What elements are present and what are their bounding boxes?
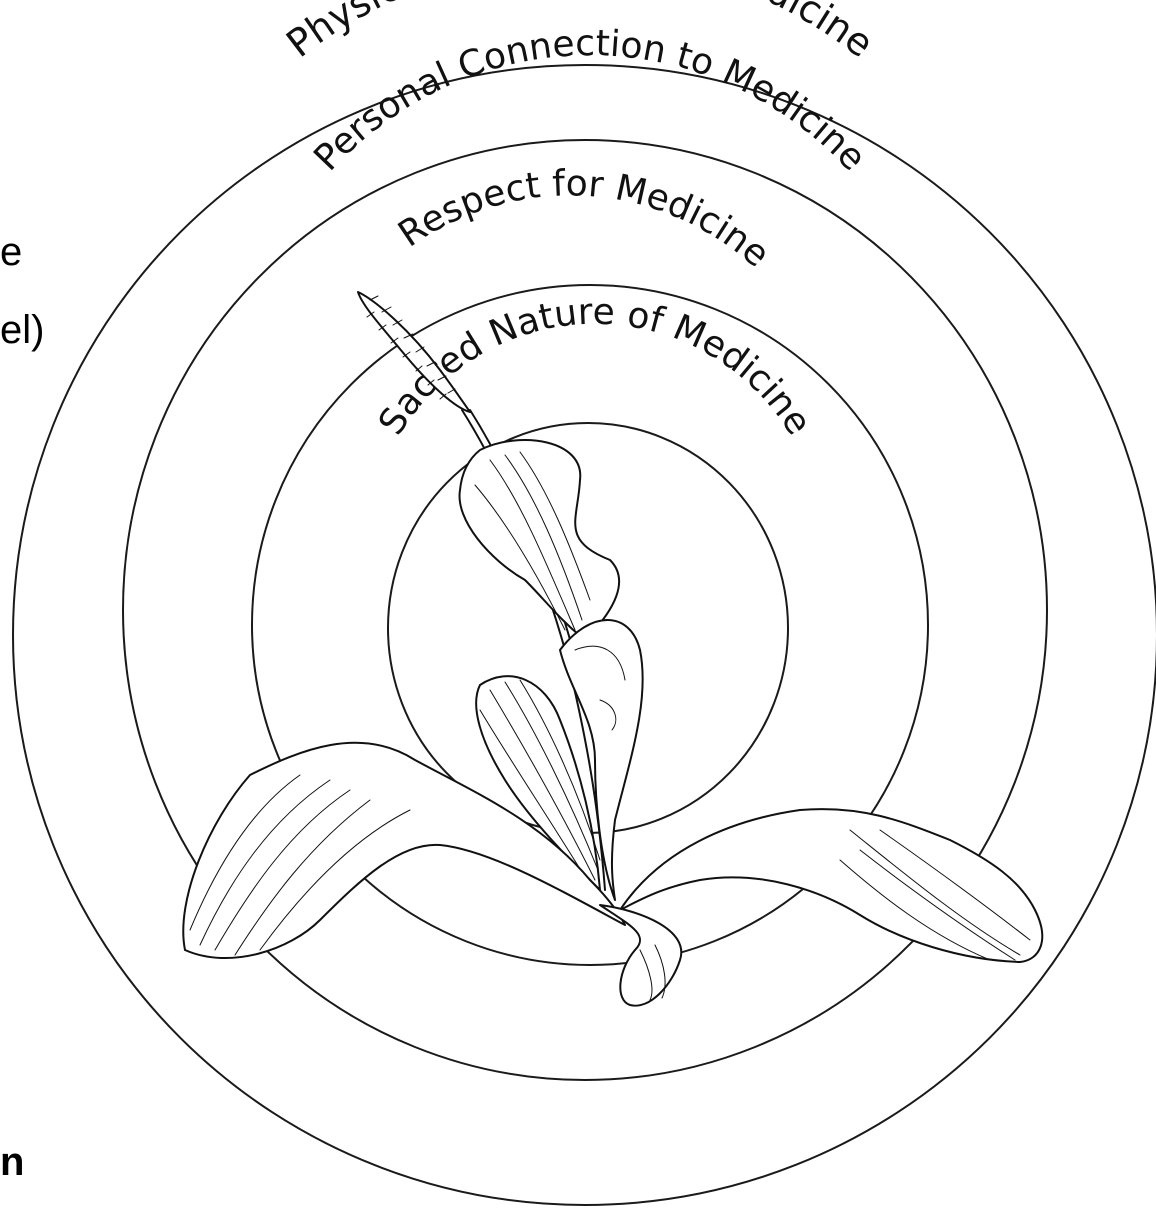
left-text-fragment-2: el) [0,308,45,352]
ring-label-personal: Personal Connection to Medicine [306,23,873,179]
ring-label-respect: Respect for Medicine [391,163,777,275]
ring-second [122,139,1048,1081]
left-text-fragment-3: n [0,1140,25,1184]
plantain-plant-icon [182,291,1044,1007]
left-text-fragment-1: e [0,230,23,274]
ring-third [251,284,929,966]
ring-outer [12,64,1156,1206]
